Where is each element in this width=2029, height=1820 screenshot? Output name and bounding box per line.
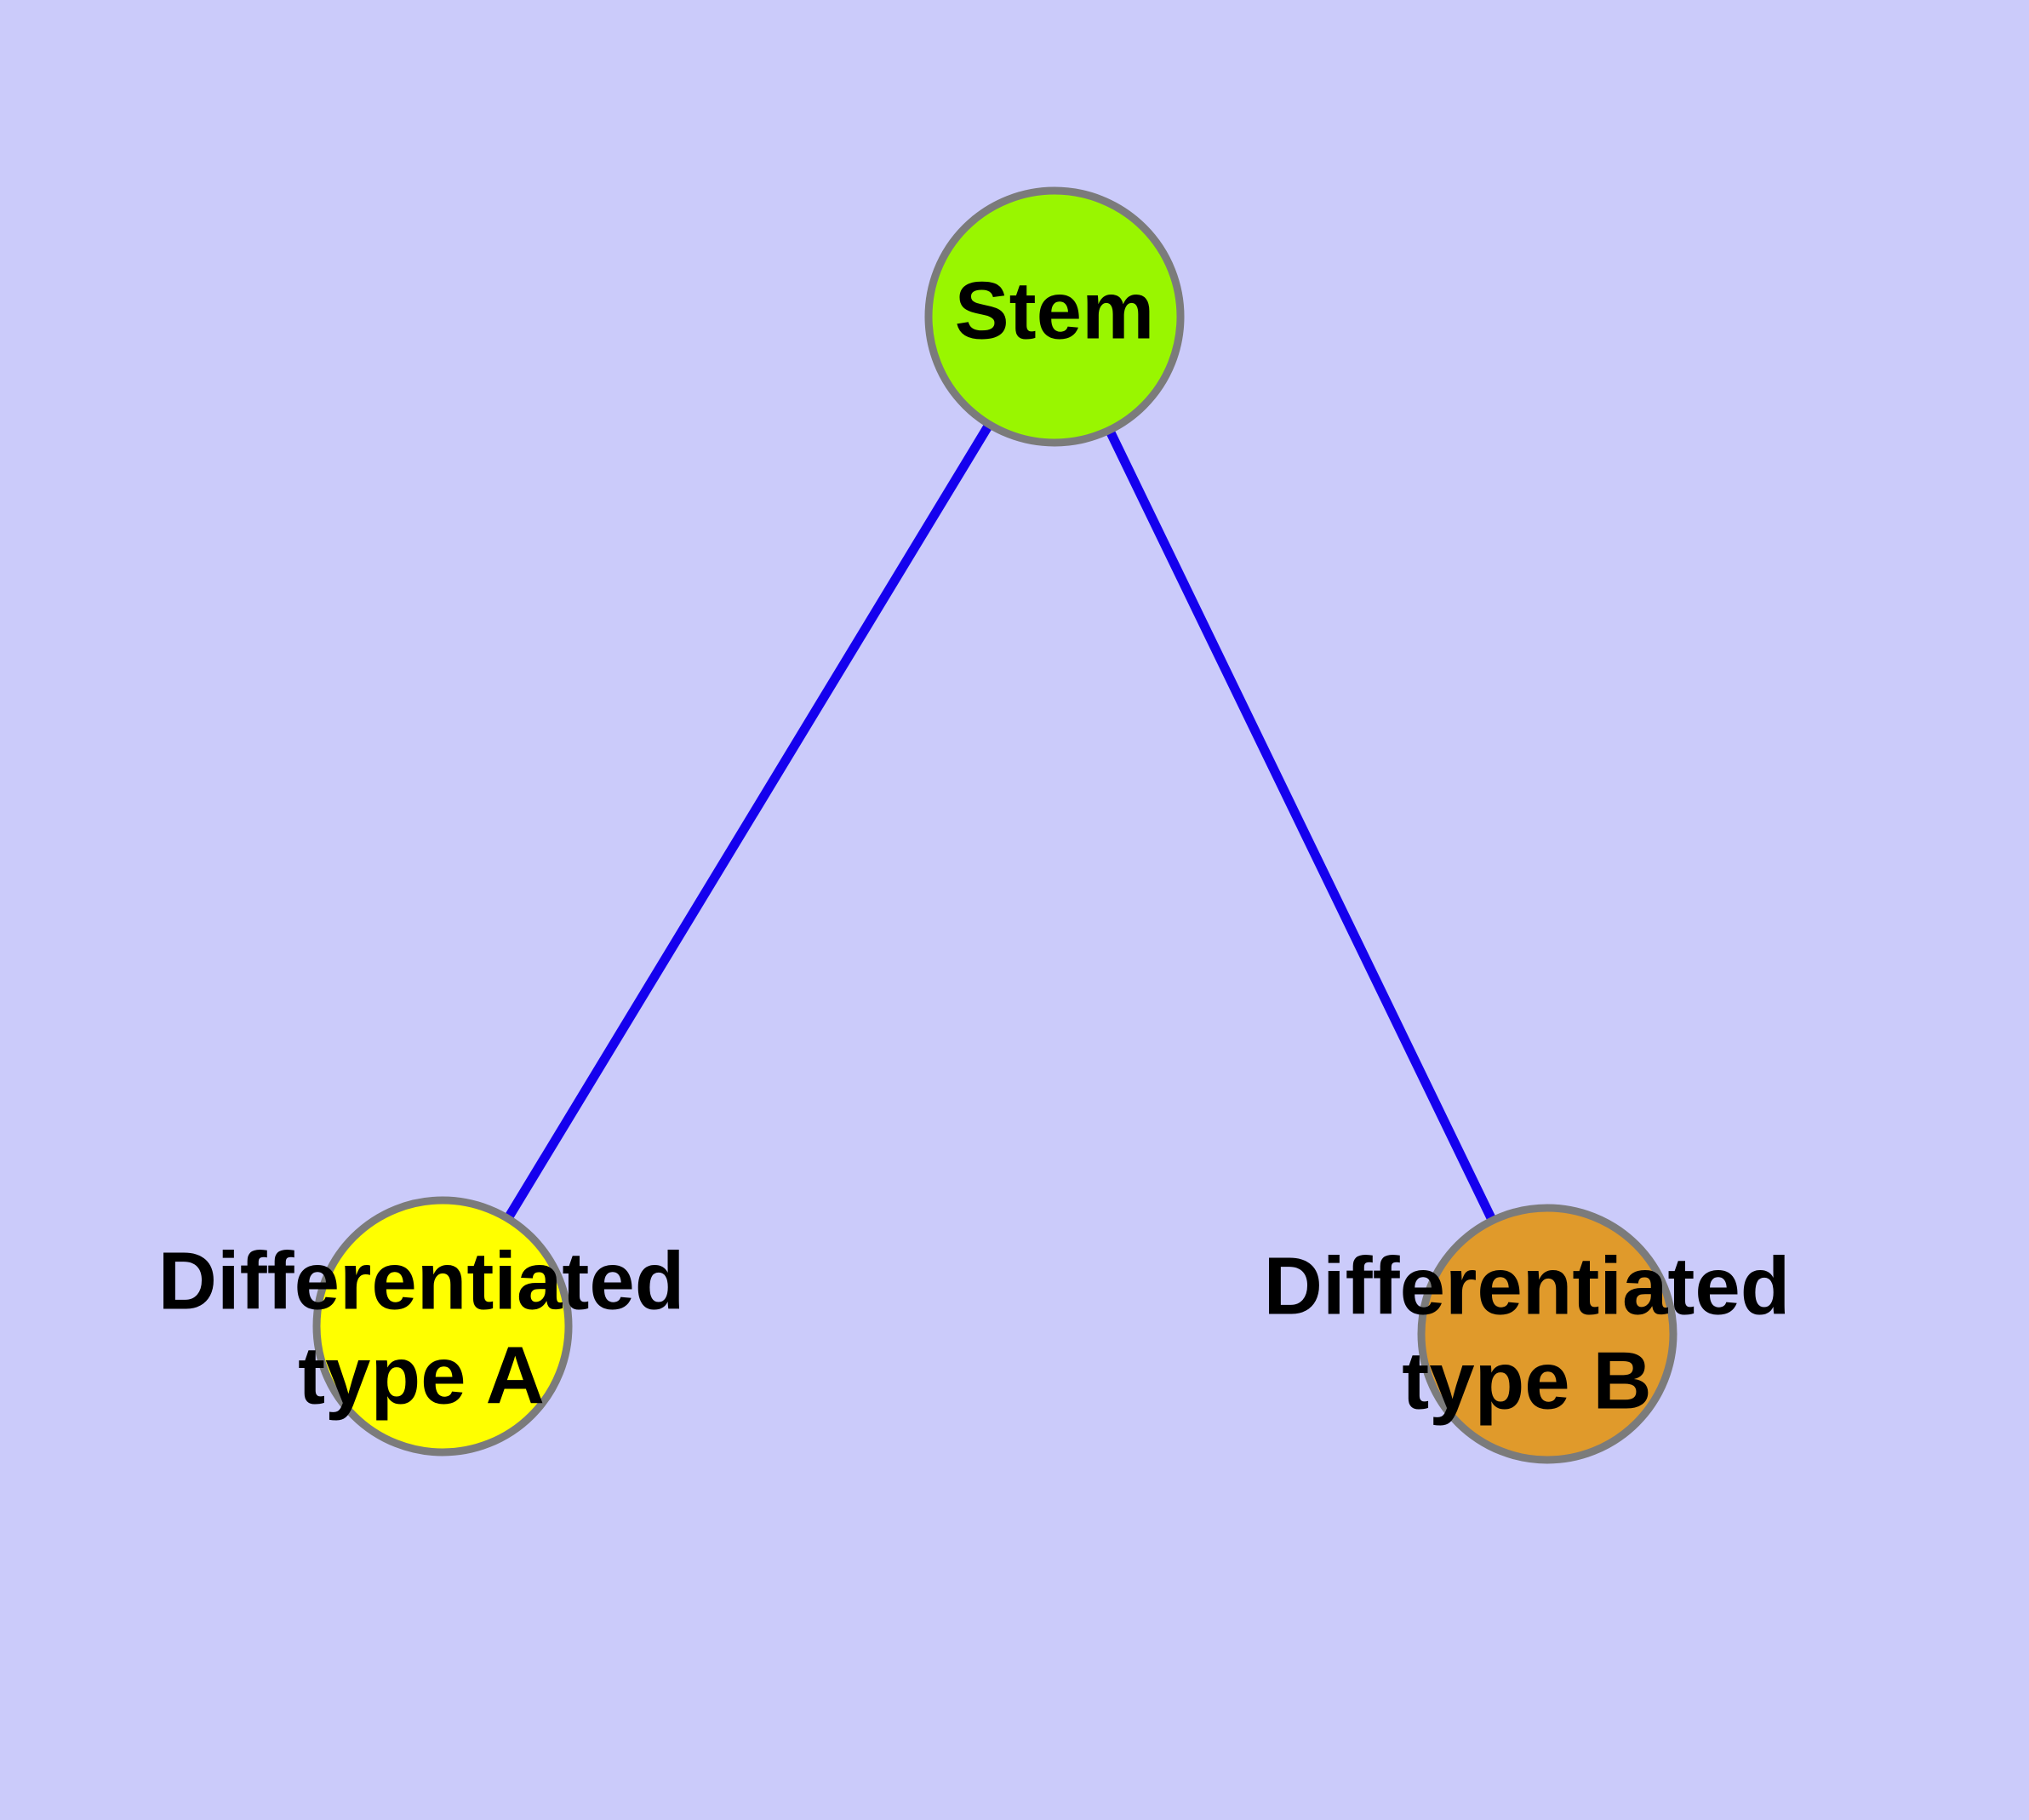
node-differentiated-b-circle[interactable] [1417, 1204, 1677, 1464]
node-stem-label: Stem [955, 265, 1155, 356]
node-differentiated-b-label-line1: Differentiated [1264, 1240, 1791, 1331]
nodes-layer: Stem [312, 186, 1677, 1464]
edge-stem-to-differentiated-b [1050, 314, 1552, 1336]
node-differentiated-b[interactable] [1417, 1204, 1677, 1464]
node-differentiated-b-label-line2: type B [1402, 1335, 1651, 1426]
node-stem-circle[interactable] [924, 186, 1185, 447]
node-differentiated-a[interactable] [312, 1196, 573, 1457]
labels-layer: Differentiated type A Differentiated typ… [158, 1235, 1791, 1426]
node-differentiated-a-circle[interactable] [312, 1196, 573, 1457]
edges-layer [438, 314, 1552, 1336]
node-stem[interactable]: Stem [924, 186, 1185, 447]
node-differentiated-a-label-line1: Differentiated [158, 1235, 685, 1326]
edge-stem-to-differentiated-a [438, 314, 1059, 1329]
node-differentiated-a-label-line2: type A [298, 1330, 545, 1421]
